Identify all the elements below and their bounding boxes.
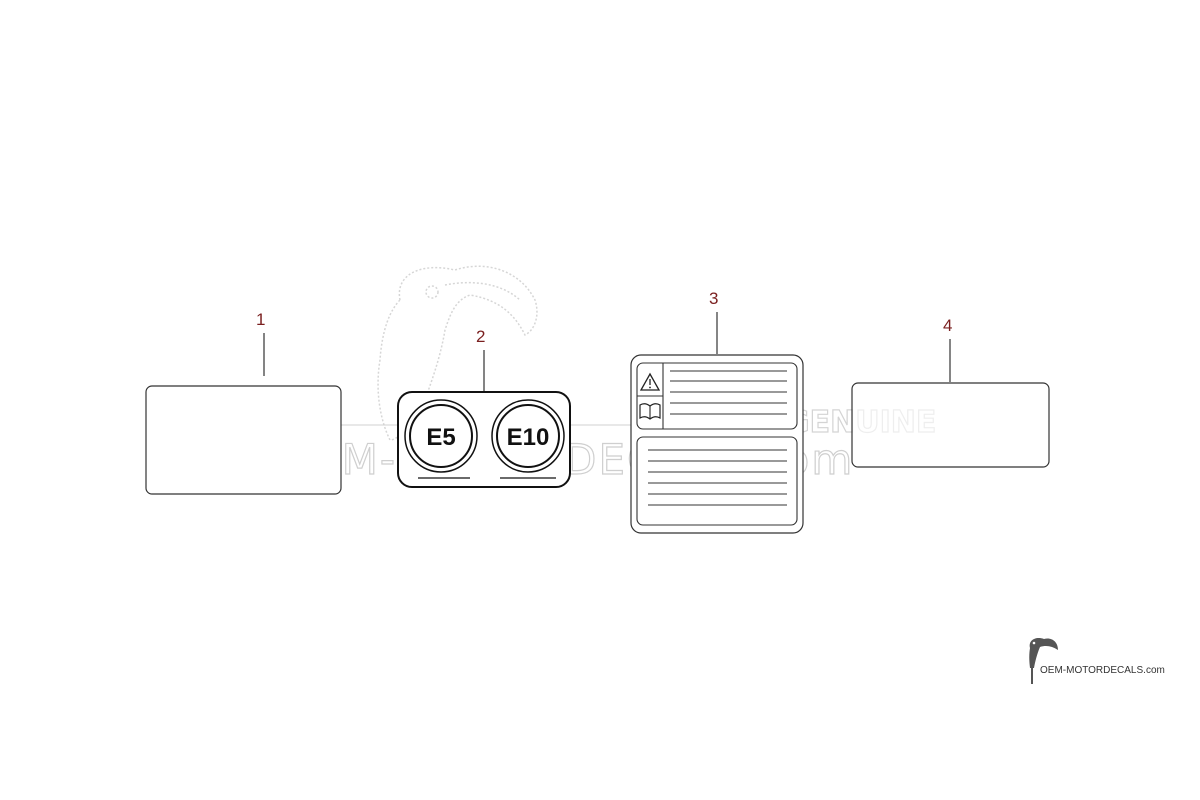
watermark-toucan-icon <box>377 265 538 441</box>
e10-badge: E10 <box>491 399 565 473</box>
callout-2: 2 <box>476 327 485 346</box>
e10-badge-text: E10 <box>507 424 550 451</box>
warning-label-lower-panel <box>636 436 798 526</box>
part-1-label: 1 <box>145 310 342 495</box>
part-3-warning-label: 3 <box>630 289 804 534</box>
callout-4: 4 <box>943 316 952 335</box>
watermark: GENUINE OEM-MOTORDECALS.com <box>277 265 937 485</box>
brand-logo: OEM-MOTORDECALS.com <box>1029 638 1165 684</box>
callout-3: 3 <box>709 289 718 308</box>
blank-decal-4 <box>851 382 1050 468</box>
warning-triangle-icon <box>639 372 661 391</box>
callout-1: 1 <box>256 310 265 329</box>
open-book-icon <box>639 403 661 420</box>
e5-badge-text: E5 <box>426 424 455 451</box>
warning-label-outline <box>630 354 804 534</box>
logo-text: OEM-MOTORDECALS.com <box>1040 665 1165 676</box>
toucan-icon <box>1029 638 1058 684</box>
e5-badge: E5 <box>404 399 478 473</box>
warning-text-lines-lower <box>648 449 787 506</box>
warning-text-lines-upper <box>670 370 787 415</box>
part-2-fuel-label: 2 E5 E10 <box>397 327 571 488</box>
blank-decal-1 <box>145 385 342 495</box>
part-4-label: 4 <box>851 316 1050 468</box>
